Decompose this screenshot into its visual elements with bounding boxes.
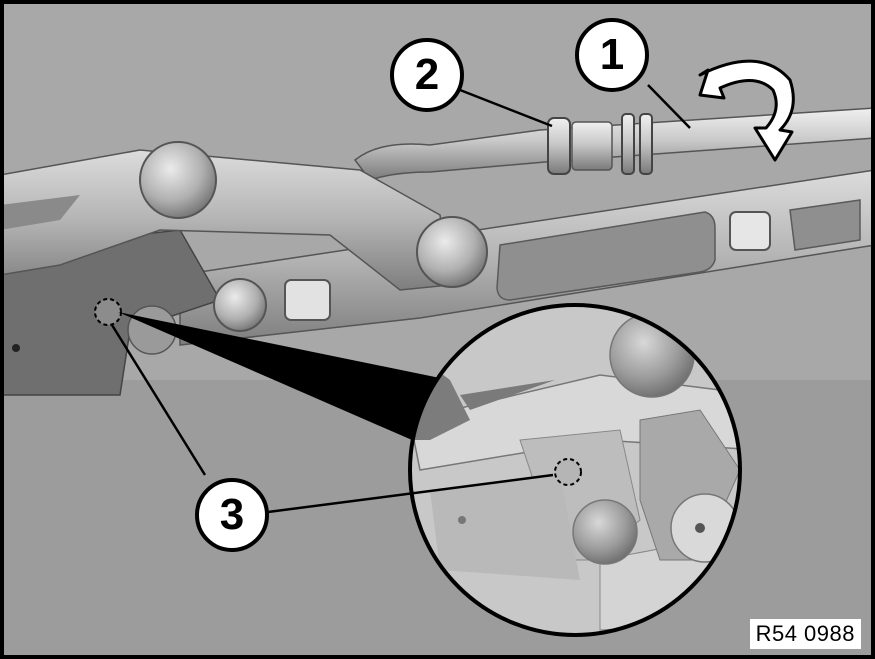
upper-rod (353, 107, 875, 181)
pivot-knob-lower (416, 216, 488, 288)
hinge-arm (0, 149, 451, 291)
marked-point-main (94, 298, 122, 326)
callout-label-3: 3 (219, 490, 245, 539)
callout-circle-1 (575, 18, 649, 92)
figure-reference-code: R54 0988 (749, 619, 861, 649)
marked-point-detail (554, 458, 582, 486)
pivot-knob-small (213, 278, 267, 332)
leader-lines (110, 84, 691, 514)
callout-circle-3 (195, 478, 269, 552)
pivot-knob-upper (139, 141, 217, 219)
magnifier-pointer (118, 312, 440, 440)
callout-label-2: 2 (414, 50, 440, 99)
callout-label-1: 1 (599, 30, 625, 79)
rotation-arrow (698, 59, 795, 162)
callout-circle-2 (390, 38, 464, 112)
